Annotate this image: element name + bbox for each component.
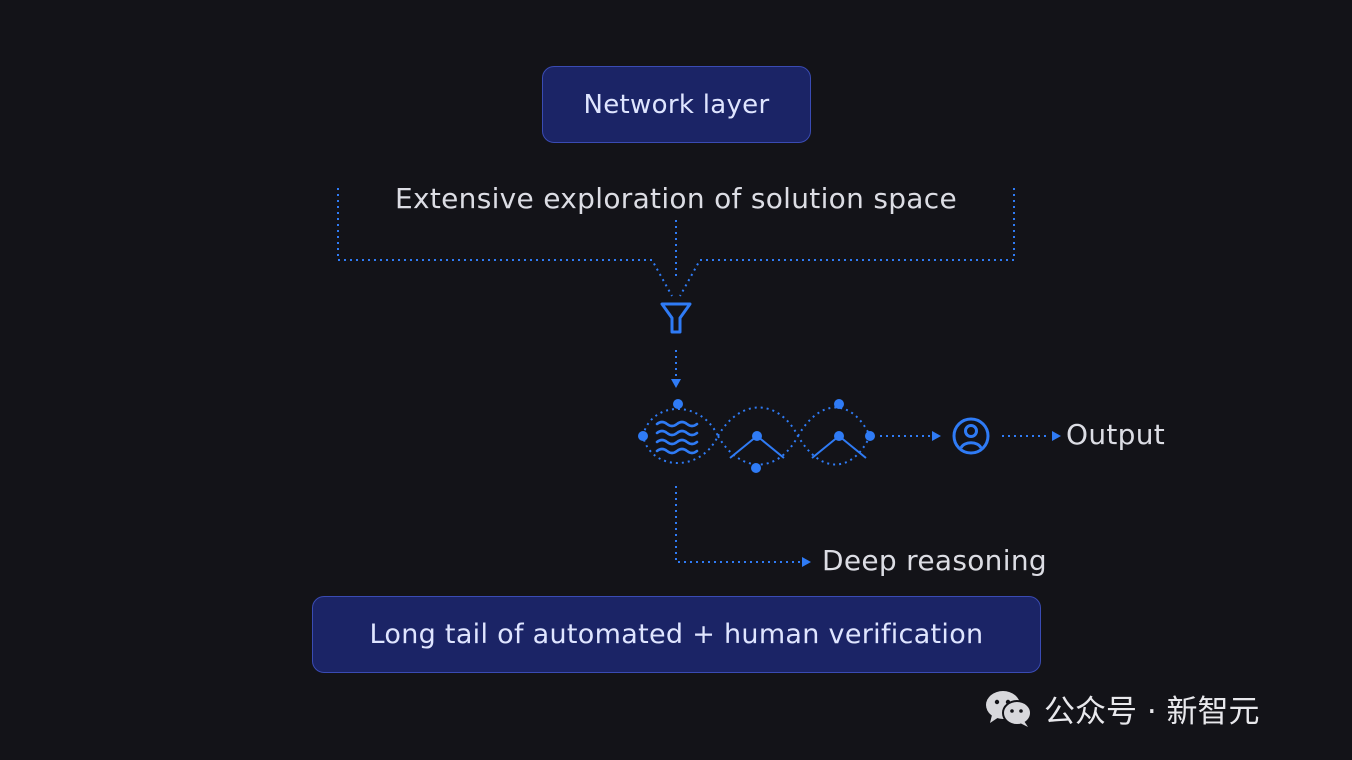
node-bottom-2: [751, 463, 761, 473]
exploration-bracket-left: [337, 188, 673, 297]
exploration-label: Extensive exploration of solution space: [395, 182, 957, 215]
deep-reasoning-arrowhead: [802, 557, 811, 567]
funnel-down-arrowhead: [671, 379, 681, 388]
wechat-icon: [986, 690, 1032, 727]
network-layer-label: Network layer: [583, 89, 770, 120]
node-mid-3: [834, 431, 844, 441]
reasoning-loop-1: [641, 408, 720, 464]
waves-icon: [655, 420, 699, 455]
node-left: [638, 431, 648, 441]
node-mid-2: [752, 431, 762, 441]
watermark-text: 公众号 · 新智元: [1044, 694, 1260, 730]
to-output-arrowhead: [1052, 431, 1061, 441]
deep-reasoning-label: Deep reasoning: [822, 544, 1047, 577]
network-layer-box: Network layer: [542, 66, 811, 143]
to-user-arrowhead: [932, 431, 941, 441]
deep-reasoning-connector: [675, 486, 800, 563]
user-circle-icon: [952, 417, 990, 455]
node-top-1: [673, 399, 683, 409]
watermark: 公众号 · 新智元: [984, 686, 1260, 731]
node-right: [865, 431, 875, 441]
verification-label: Long tail of automated + human verificat…: [369, 619, 984, 650]
node-top-3: [834, 399, 844, 409]
filter-funnel-icon: [660, 302, 692, 334]
output-label: Output: [1066, 418, 1166, 451]
verification-box: Long tail of automated + human verificat…: [312, 596, 1041, 673]
exploration-bracket-right: [679, 188, 1015, 297]
